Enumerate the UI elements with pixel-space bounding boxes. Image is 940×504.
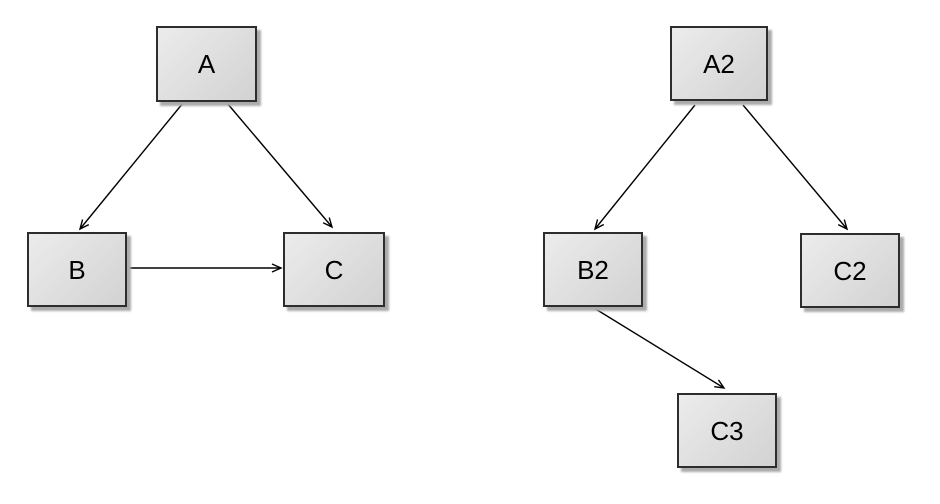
node-C2[interactable]: C2 (800, 233, 900, 308)
edge-A-C[interactable] (226, 102, 334, 229)
node-label: B2 (577, 254, 609, 285)
edge-A2-C2[interactable] (742, 104, 849, 231)
edge-B2-C3[interactable] (593, 307, 726, 389)
node-A[interactable]: A (156, 26, 257, 102)
edge-A-B[interactable] (78, 102, 184, 231)
node-label: C3 (710, 415, 744, 446)
node-label: A2 (703, 48, 735, 79)
node-A2[interactable]: A2 (670, 26, 768, 101)
node-C[interactable]: C (283, 232, 385, 307)
node-label: A (197, 49, 216, 79)
edge-A2-B2[interactable] (593, 104, 696, 231)
node-C3[interactable]: C3 (677, 393, 777, 468)
node-label: C (324, 254, 344, 285)
node-label: B (68, 254, 86, 285)
node-label: C2 (833, 255, 867, 286)
node-B[interactable]: B (27, 232, 127, 307)
node-B2[interactable]: B2 (543, 232, 643, 307)
